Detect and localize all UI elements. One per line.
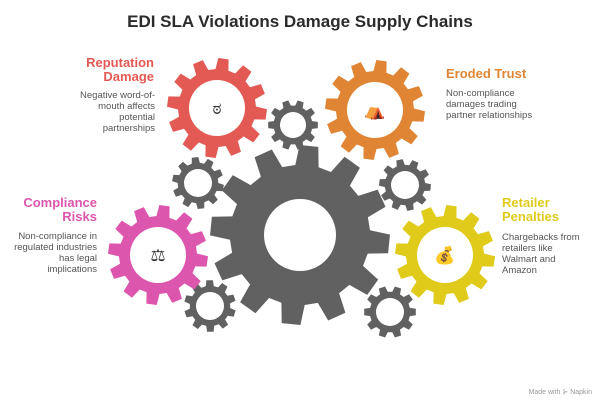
small-gear: [364, 286, 416, 338]
small-gear: [268, 100, 318, 150]
retailer-penalties-gear: [395, 205, 495, 305]
retailer-penalties-heading: Retailer Penalties: [502, 196, 559, 224]
eroded-trust-description: Non-compliance damages trading partner r…: [446, 88, 533, 121]
eroded-trust-gear: [325, 60, 425, 160]
reputation-damage-gear: [167, 58, 267, 158]
heading-line: Retailer: [502, 195, 550, 210]
small-gear: [379, 159, 431, 211]
compliance-risks-heading: Compliance Risks: [0, 196, 97, 224]
heading-line: Compliance: [23, 195, 97, 210]
reputation-damage-heading: Reputation Damage: [34, 56, 154, 84]
compliance-risks-description: Non-compliance in regulated industries h…: [14, 231, 97, 275]
heading-line: Damage: [103, 69, 154, 84]
eroded-trust-heading: Eroded Trust: [446, 66, 527, 81]
large-center-gear: [210, 145, 390, 325]
scales-icon: ⚖: [150, 246, 165, 265]
heading-line: Reputation: [86, 55, 154, 70]
retailer-penalties-description: Chargebacks from retailers like Walmart …: [502, 232, 580, 276]
compliance-risks-gear: [108, 205, 208, 305]
heading-line: Risks: [62, 209, 97, 224]
angry-face-icon: ಠ: [213, 99, 222, 118]
money-bag-icon: 💰: [434, 245, 455, 266]
heading-line: Penalties: [502, 209, 560, 224]
diagram-title: EDI SLA Violations Damage Supply Chains: [127, 12, 473, 31]
small-gear: [172, 157, 224, 209]
reputation-damage-description: Negative word-of-mouth affects potential…: [80, 90, 155, 134]
broken-trust-icon: ⛺: [364, 101, 385, 120]
napkin-footer: Made with ⊱ Napkin: [528, 389, 592, 396]
small-gear: [184, 280, 236, 332]
